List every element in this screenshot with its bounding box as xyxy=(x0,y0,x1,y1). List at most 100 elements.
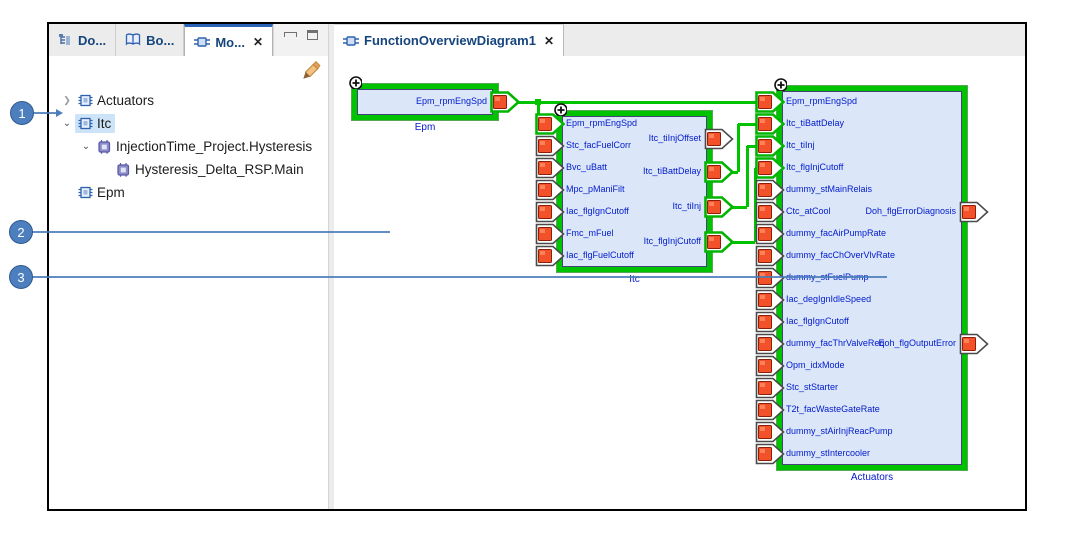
editor-tabstrip: FunctionOverviewDiagram1 ✕ xyxy=(334,24,1025,57)
tree-item-itc[interactable]: ⌄ Itc xyxy=(49,112,328,135)
tree-item-actuators[interactable]: ❯ Actuators xyxy=(49,89,328,112)
port-Itc_tiBattDelay[interactable] xyxy=(704,161,734,183)
expand-plus-icon[interactable] xyxy=(554,103,567,116)
port-Bvc_uBatt[interactable] xyxy=(535,157,565,179)
callout-circle-3: 3 xyxy=(9,265,33,289)
port-Doh_flgErrorDiagnosis[interactable] xyxy=(959,201,989,223)
outline-tree-icon xyxy=(59,34,70,45)
port-Itc_tiInjOffset[interactable] xyxy=(704,128,734,150)
port-label: dummy_stAirInjReacPump xyxy=(786,426,893,436)
left-panel-tabstrip: Do... Bo... Mo... ✕ xyxy=(49,24,329,57)
callout-line-2 xyxy=(31,230,390,234)
port-Iac_degIgnIdleSpeed[interactable] xyxy=(755,289,785,311)
maximize-icon[interactable] xyxy=(307,30,319,40)
callout-line-1 xyxy=(32,111,56,115)
port-label: Itc_tiBattDelay xyxy=(786,118,845,128)
port-Itc_tiInj[interactable] xyxy=(704,196,734,218)
module-chip-icon xyxy=(78,186,93,199)
port-label: Itc_tiBattDelay xyxy=(642,166,701,176)
port-Iac_flgIgnCutoff[interactable] xyxy=(755,311,785,333)
port-label: dummy_stIntercooler xyxy=(786,448,871,458)
callout-circle-2: 2 xyxy=(9,220,33,244)
port-label: Itc_flgInjCutoff xyxy=(643,236,701,246)
port-label: dummy_stMainRelais xyxy=(786,184,873,194)
wire-segment xyxy=(736,124,740,172)
port-label: T2t_facWasteGateRate xyxy=(786,404,880,414)
wire-segment xyxy=(753,168,757,242)
model-tree-area: ❯ Actuators ⌄ Itc ⌄ InjectionTime_Project.Hys… xyxy=(49,56,328,509)
port-Itc_flgInjCutoff[interactable] xyxy=(704,231,734,253)
tree-item-body: Hysteresis_Delta_RSP.Main xyxy=(113,160,308,179)
tab-browser-view[interactable]: Bo... xyxy=(116,24,185,56)
port-Mpc_pManiFilt[interactable] xyxy=(535,179,565,201)
port-Stc_facFuelCorr[interactable] xyxy=(535,135,565,157)
port-Itc_tiBattDelay[interactable] xyxy=(755,113,785,135)
port-dummy_facThrValveReq[interactable] xyxy=(755,333,785,355)
tree-item-label: Actuators xyxy=(97,93,155,108)
tree-item-hysteresis-delta-rsp-main[interactable]: Hysteresis_Delta_RSP.Main xyxy=(49,158,328,181)
port-label: Iac_degIgnIdleSpeed xyxy=(786,294,872,304)
wire-segment xyxy=(738,122,758,126)
tab-function-overview-diagram[interactable]: FunctionOverviewDiagram1 ✕ xyxy=(334,24,565,56)
expand-plus-icon[interactable] xyxy=(349,76,362,89)
close-icon[interactable]: ✕ xyxy=(543,33,555,48)
port-T2t_facWasteGateRate[interactable] xyxy=(755,399,785,421)
port-Iac_flgFuelCutoff[interactable] xyxy=(535,245,565,267)
port-dummy_facChOverVlvRate[interactable] xyxy=(755,245,785,267)
tree-item-injectiontime-project-hysteresis[interactable]: ⌄ InjectionTime_Project.Hysteresis xyxy=(49,135,328,158)
tree-item-body: Epm xyxy=(75,183,129,202)
diagram-icon xyxy=(194,37,211,47)
block-epm[interactable] xyxy=(352,84,498,120)
expander-expanded-icon[interactable]: ⌄ xyxy=(81,141,91,152)
tree-item-label: Itc xyxy=(97,116,112,131)
port-Fmc_mFuel[interactable] xyxy=(535,223,565,245)
expander-expanded-icon[interactable]: ⌄ xyxy=(62,118,72,129)
tree-item-label: Hysteresis_Delta_RSP.Main xyxy=(135,162,304,177)
tab-label: Do... xyxy=(78,32,107,48)
minimize-icon[interactable] xyxy=(284,32,298,37)
port-dummy_stAirInjReacPump[interactable] xyxy=(755,421,785,443)
port-Stc_stStarter[interactable] xyxy=(755,377,785,399)
port-Ctc_atCool[interactable] xyxy=(755,201,785,223)
port-label: Opm_idxMode xyxy=(786,360,845,370)
port-label: Iac_flgIgnCutoff xyxy=(566,206,629,216)
port-label: Itc_tiInj xyxy=(672,201,701,211)
expander-collapsed-icon[interactable]: ❯ xyxy=(63,95,71,105)
component-icon xyxy=(117,163,130,177)
port-Itc_flgInjCutoff[interactable] xyxy=(755,157,785,179)
port-Epm_rpmEngSpd[interactable] xyxy=(535,113,565,135)
port-Eoh_flgOutputError[interactable] xyxy=(959,333,989,355)
port-dummy_stMainRelais[interactable] xyxy=(755,179,785,201)
close-icon[interactable]: ✕ xyxy=(252,35,264,49)
callout-arrowhead xyxy=(56,109,63,117)
port-label: Fmc_mFuel xyxy=(566,228,614,238)
tab-model-view[interactable]: Mo... ✕ xyxy=(184,24,274,57)
diagram-icon xyxy=(343,35,359,46)
port-label: Itc_flgInjCutoff xyxy=(786,162,844,172)
wire-segment xyxy=(747,144,758,148)
edit-pencil-icon[interactable] xyxy=(300,59,322,81)
block-title-itc: Itc xyxy=(629,274,640,285)
tree-item-epm[interactable]: Epm xyxy=(49,181,328,204)
port-label: Eoh_flgOutputError xyxy=(878,338,956,348)
tab-label: Mo... xyxy=(215,34,245,50)
port-label: Stc_stStarter xyxy=(786,382,839,392)
port-Epm_rpmEngSpd[interactable] xyxy=(490,91,520,113)
tree-item-body: Itc xyxy=(75,114,116,133)
port-Epm_rpmEngSpd[interactable] xyxy=(755,91,785,113)
tree-item-body: InjectionTime_Project.Hysteresis xyxy=(94,137,316,156)
port-dummy_stIntercooler[interactable] xyxy=(755,443,785,465)
port-Itc_tiInj[interactable] xyxy=(755,135,785,157)
expand-plus-icon[interactable] xyxy=(774,78,787,91)
port-Iac_flgIgnCutoff[interactable] xyxy=(535,201,565,223)
book-icon xyxy=(126,33,141,46)
port-label: Bvc_uBatt xyxy=(566,162,608,172)
tab-domain-view[interactable]: Do... xyxy=(49,24,117,56)
tab-label: Bo... xyxy=(146,32,175,48)
wire-junction xyxy=(535,99,541,105)
tree-item-label: InjectionTime_Project.Hysteresis xyxy=(116,139,313,154)
port-Opm_idxMode[interactable] xyxy=(755,355,785,377)
port-label: Itc_tiInj xyxy=(786,140,815,150)
port-dummy_facAirPumpRate[interactable] xyxy=(755,223,785,245)
module-chip-icon xyxy=(78,94,93,107)
